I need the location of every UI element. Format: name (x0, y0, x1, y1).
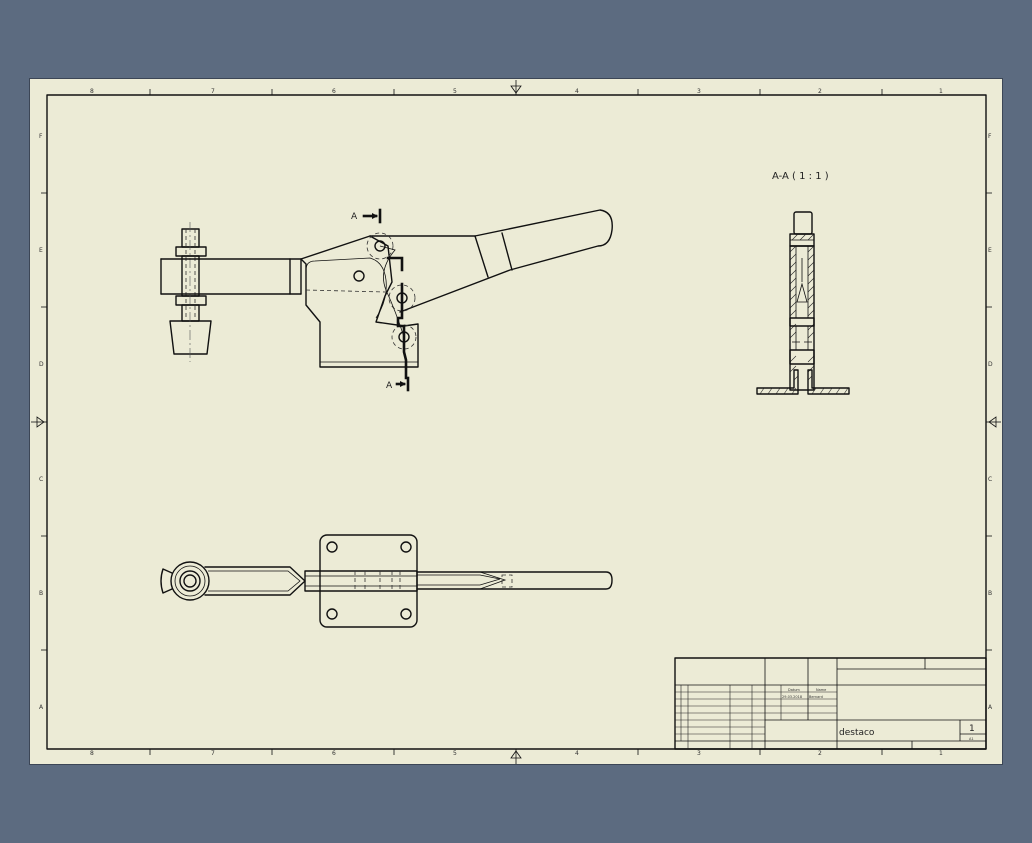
front-view: A A (160, 208, 613, 392)
drawing-frame (46, 94, 987, 750)
top-view (160, 534, 613, 628)
section-marker-bottom-label: A (386, 381, 393, 391)
zone-col-4-bottom: 4 (575, 750, 579, 757)
zone-row-e-right: E (988, 247, 992, 254)
zone-col-2: 2 (818, 88, 822, 95)
title-block: Datum Name 29.03.2018 Bernard destaco 1 … (674, 657, 987, 750)
title-block-name-value: Bernard (809, 695, 823, 699)
sheet-format: A1 (969, 737, 974, 741)
zone-col-6-bottom: 6 (332, 750, 336, 757)
zone-col-4: 4 (575, 88, 579, 95)
zone-row-e: E (39, 247, 43, 254)
zone-labels-right: F E D C B A (988, 133, 993, 711)
zone-row-f: F (39, 133, 43, 140)
zone-col-1-bottom: 1 (939, 750, 943, 757)
sheet-number: 1 (969, 724, 975, 734)
zone-row-b-right: B (988, 590, 992, 597)
zone-labels-bottom: 8 7 6 5 4 3 2 1 (90, 750, 943, 757)
section-view-label: A-A ( 1 : 1 ) (772, 171, 829, 182)
drawing-title: destaco (839, 728, 875, 738)
title-block-col-name: Name (816, 688, 826, 692)
zone-col-5-bottom: 5 (453, 750, 457, 757)
zone-col-2-bottom: 2 (818, 750, 822, 757)
zone-col-1: 1 (939, 88, 943, 95)
zone-row-d: D (39, 361, 44, 368)
zone-labels-left: F E D C B A (39, 133, 44, 711)
zone-row-a: A (39, 704, 44, 711)
zone-row-f-right: F (988, 133, 992, 140)
zone-col-3: 3 (697, 88, 701, 95)
zone-row-a-right: A (988, 704, 993, 711)
title-block-date-value: 29.03.2018 (782, 695, 802, 699)
zone-col-6: 6 (332, 88, 336, 95)
zone-col-7-bottom: 7 (211, 750, 215, 757)
drawing-canvas: 8 7 6 5 4 3 2 1 8 7 6 5 4 3 2 1 F E D C … (31, 80, 1001, 764)
zone-col-5: 5 (453, 88, 457, 95)
zone-ticks (41, 89, 992, 755)
centering-marks (31, 80, 1001, 764)
zone-col-7: 7 (211, 88, 215, 95)
zone-col-3-bottom: 3 (697, 750, 701, 757)
zone-col-8-bottom: 8 (90, 750, 94, 757)
drawing-sheet: 8 7 6 5 4 3 2 1 8 7 6 5 4 3 2 1 F E D C … (30, 79, 1002, 764)
section-marker-top-label: A (351, 212, 358, 222)
zone-row-c-right: C (988, 476, 992, 483)
zone-row-b: B (39, 590, 43, 597)
section-view (756, 211, 850, 395)
zone-row-d-right: D (988, 361, 993, 368)
title-block-col-datum: Datum (788, 688, 800, 692)
zone-row-c: C (39, 476, 43, 483)
zone-col-8: 8 (90, 88, 94, 95)
zone-labels-top: 8 7 6 5 4 3 2 1 (90, 88, 943, 95)
